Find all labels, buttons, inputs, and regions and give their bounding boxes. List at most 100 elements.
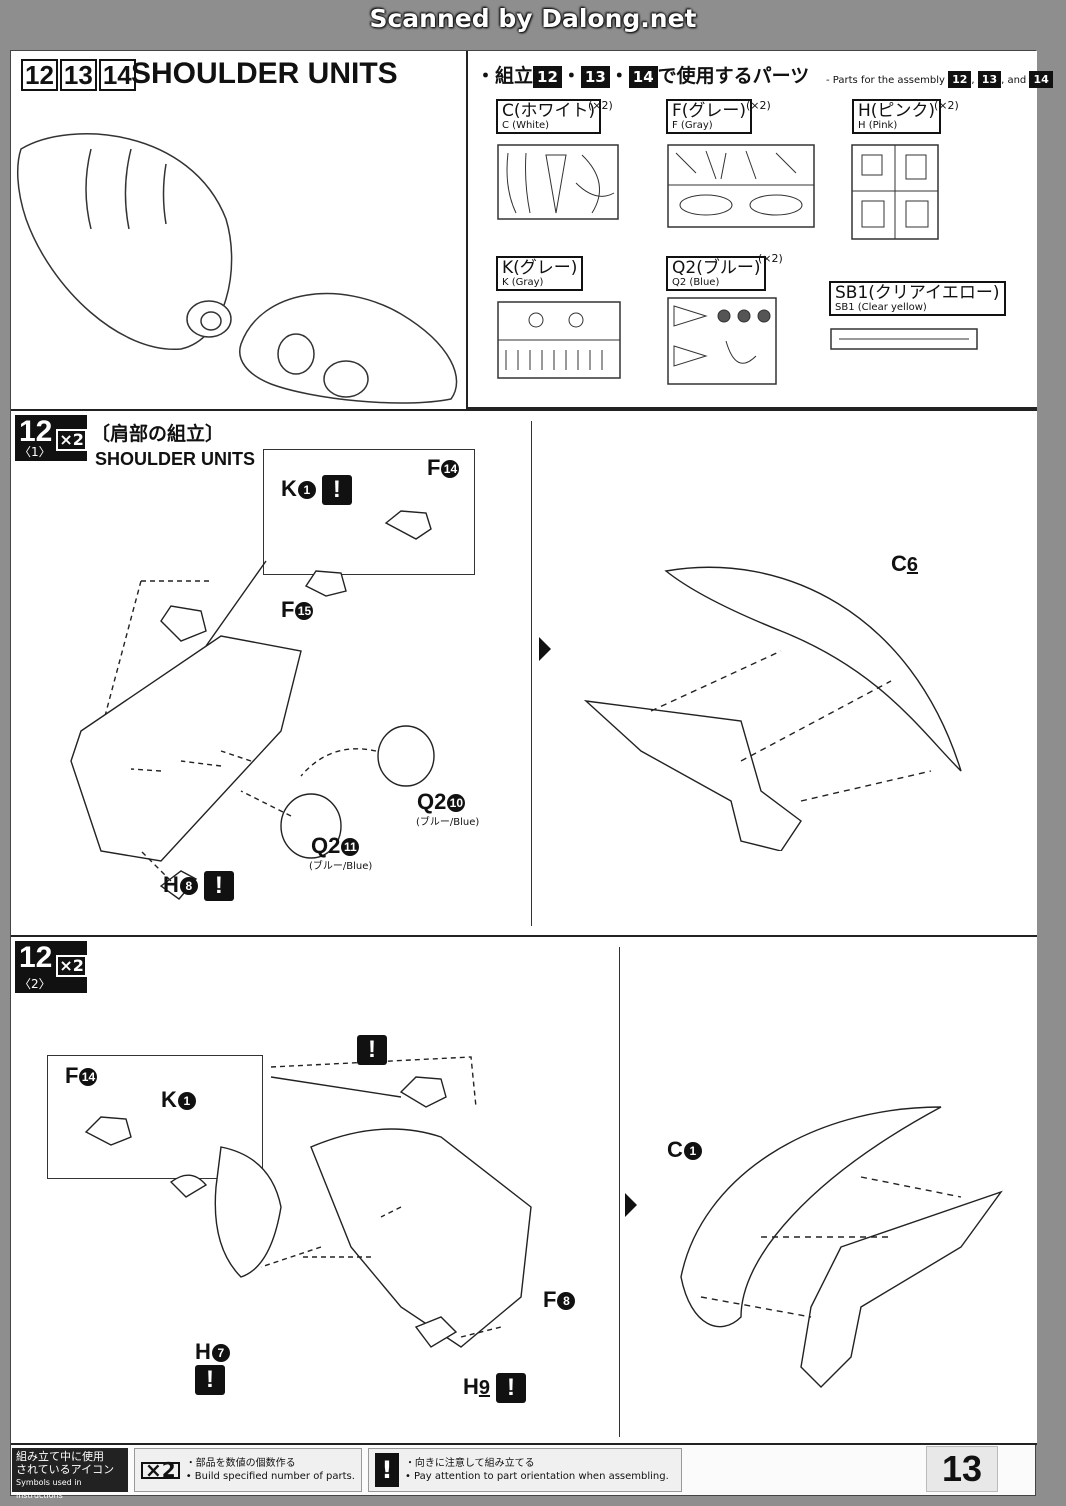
orientation-warning-icon: ! — [195, 1365, 225, 1395]
runner-name-en: Q2 (Blue) — [672, 277, 720, 288]
part-letter: H — [463, 1373, 479, 1399]
orientation-warning-icon: ! — [357, 1035, 387, 1065]
parts-used-suffix: で使用するパーツ — [657, 65, 810, 87]
legend-text-jp: ・部品を数値の個数作る — [185, 1458, 296, 1469]
runner-h: H(ピンク) H (Pink) (×2) — [851, 99, 959, 240]
panel-divider — [619, 947, 620, 1437]
step-number: 13 — [59, 59, 97, 91]
step-ref: 13 — [580, 66, 610, 88]
step-12-2-panel: 12 ×2 〈2〉 — [11, 937, 1037, 1445]
symbol-legend: 組み立て中に使用 されているアイコン Symbols used in instr… — [12, 1448, 682, 1500]
part-label-c6: C6 — [891, 551, 918, 577]
step-ref: 12 — [948, 71, 972, 88]
runner-name-jp: H(ピンク) — [858, 101, 936, 121]
part-number: 8 — [557, 1292, 576, 1311]
runner-multiplier: (×2) — [746, 99, 771, 112]
legend-text-en: • Pay attention to part orientation when… — [404, 1471, 669, 1482]
next-arrow-icon — [625, 1193, 637, 1217]
section-header-panel: 12 13 14 SHOULDER UNITS — [11, 51, 466, 409]
orientation-warning-icon: ! — [321, 475, 352, 505]
legend-title-jp: 組み立て中に使用 — [16, 1450, 104, 1463]
part-letter: C — [891, 551, 907, 576]
runner-c: C(ホワイト) C (White) (×2) — [496, 99, 619, 220]
step-ref: 12 — [533, 66, 562, 88]
legend-title: 組み立て中に使用 されているアイコン Symbols used in instr… — [12, 1448, 128, 1500]
part-label-h9: H9! — [463, 1373, 527, 1403]
legend-orientation: ! ・向きに注意して組み立てる • Pay attention to part … — [367, 1448, 682, 1492]
part-number: 11 — [341, 838, 360, 857]
legend-title-en: Symbols used in instructions — [16, 1478, 82, 1500]
part-number: 7 — [211, 1344, 230, 1363]
runner-name-jp: SB1(クリアイエロー) — [835, 283, 1000, 303]
shoulder-units-illustration — [16, 133, 458, 404]
part-number: 14 — [79, 1068, 98, 1087]
runner-name-jp: Q2(ブルー) — [672, 258, 761, 278]
multiplier-badge: ×2 — [56, 955, 87, 977]
runner-label: K(グレー) K (Gray) — [496, 256, 584, 291]
legend-text-en: • Build specified number of parts. — [185, 1471, 355, 1482]
part-number: 8 — [179, 877, 198, 895]
step-substep: 〈1〉 — [19, 445, 51, 459]
step-12-2-left-diagram — [84, 1056, 532, 1348]
step-title-jp: 〔肩部の組立〕 — [91, 423, 225, 445]
subtitle-comma: , — [971, 75, 975, 86]
parts-used-prefix: ・組立 — [476, 65, 534, 87]
step-12-1-panel: 12 ×2 〈1〉 〔肩部の組立〕 SHOULDER UNITS — [11, 409, 1037, 937]
part-letter: F — [281, 597, 295, 622]
runner-k-diagram — [497, 301, 621, 379]
part-number: 9 — [478, 1376, 491, 1399]
part-letter: F — [427, 455, 441, 480]
part-color-note: (ブルー/Blue) — [416, 817, 480, 828]
runner-multiplier: (×2) — [758, 252, 783, 265]
orientation-warning-icon: ! — [374, 1453, 399, 1487]
legend-title-jp: されているアイコン — [16, 1463, 115, 1476]
part-letter: F — [65, 1063, 79, 1088]
multiplier-badge: ×2 — [56, 429, 87, 451]
separator: ・ — [561, 65, 581, 87]
part-letter: C — [667, 1137, 683, 1162]
multiplier-icon: ×2 — [141, 1460, 180, 1480]
orientation-warning-icon: ! — [496, 1373, 527, 1403]
runner-f: F(グレー) F (Gray) (×2) — [666, 99, 815, 228]
part-letter: H — [163, 871, 179, 897]
runner-name-jp: F(グレー) — [672, 101, 747, 121]
step-number: 12 — [19, 415, 53, 448]
section-title: SHOULDER UNITS — [131, 57, 398, 90]
step-12-1-left-diagram — [70, 510, 435, 900]
runner-sb1-diagram — [830, 328, 978, 350]
step-badge: 12 ×2 〈2〉 — [15, 941, 87, 993]
part-letter: F — [543, 1287, 557, 1312]
part-number: 1 — [297, 481, 316, 499]
part-letter: Q2 — [417, 789, 447, 814]
runner-f-diagram — [667, 144, 815, 228]
runner-label: SB1(クリアイエロー) SB1 (Clear yellow) — [829, 281, 1006, 316]
part-letter: K — [161, 1087, 177, 1112]
parts-used-subtitle: - Parts for the assembly 12, 13, and 14 — [826, 71, 1053, 88]
orientation-warning-icon-top: ! — [357, 1035, 387, 1065]
runner-label: Q2(ブルー) Q2 (Blue) — [666, 256, 767, 291]
runner-name-en: C (White) — [502, 120, 550, 131]
panel-divider — [531, 421, 532, 926]
runner-name-en: F (Gray) — [672, 120, 713, 131]
runner-k: K(グレー) K (Gray) — [496, 256, 621, 379]
step-badge: 12 ×2 〈1〉 — [15, 415, 87, 461]
runner-q2-diagram — [667, 297, 777, 385]
runner-c-diagram — [497, 144, 619, 220]
part-number: 1 — [683, 1142, 702, 1161]
orientation-warning-icon-h7: ! — [195, 1365, 225, 1395]
part-number: 6 — [906, 554, 919, 576]
part-letter: H — [195, 1339, 211, 1364]
part-number: 10 — [447, 794, 466, 813]
runner-label: F(グレー) F (Gray) — [666, 99, 753, 134]
step-substep: 〈2〉 — [19, 977, 51, 991]
runner-label: H(ピンク) H (Pink) — [852, 99, 942, 134]
runner-name-en: SB1 (Clear yellow) — [835, 302, 927, 313]
page-number: 13 — [926, 1446, 998, 1492]
